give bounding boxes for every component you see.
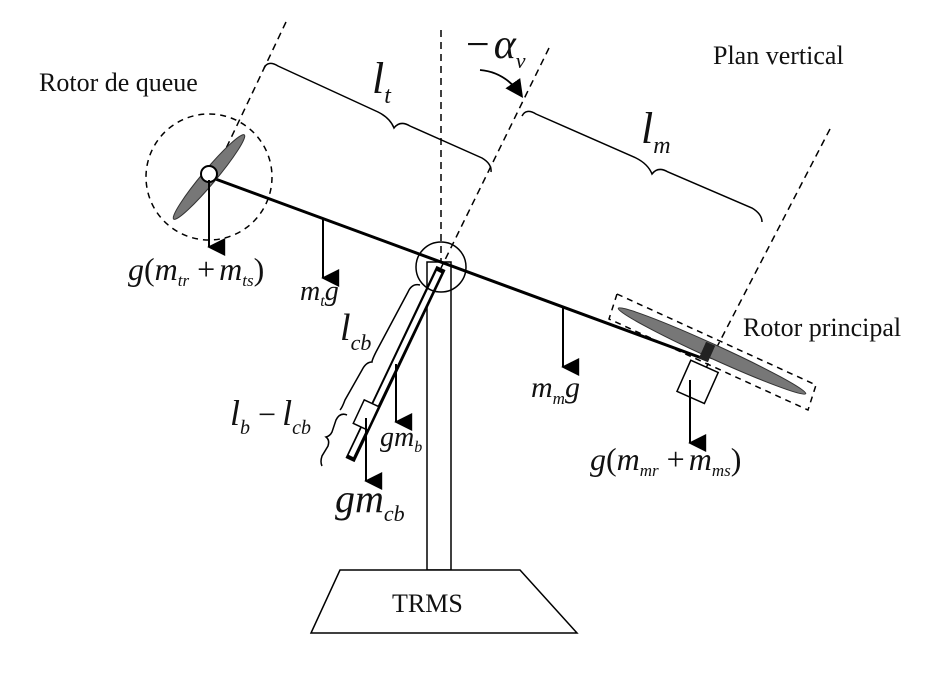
braces [263,62,763,467]
stand-base [309,569,579,634]
main-beam [209,175,708,362]
counterweight-mass [352,398,380,432]
tail-axis-line [211,21,287,179]
stand-post [426,261,452,571]
stand [309,261,579,634]
main-axis-line [705,128,831,369]
main-motor-hub [698,341,716,363]
brace-lb-lcb [320,413,348,467]
plane-label: Plan vertical [713,41,844,70]
lcb-label: lcb [340,307,371,355]
main-motor-body [675,359,720,405]
alpha-angle-arc [479,69,524,98]
mmg-label: mmg [531,371,580,408]
main-weight-label: g(mmr +mms) [590,441,741,480]
base-label: TRMS [392,589,463,618]
brace-lcb [339,283,421,411]
tail-rotor-hub [200,165,218,183]
alpha-v-label: −αv [466,22,526,73]
gmb-label: gmb [380,422,422,456]
lb-minus-lcb-label: lb −lcb [230,393,311,439]
main-rotor-label: Rotor principal [743,313,901,342]
tail-weight-label: g(mtr +mts) [128,251,264,290]
brace-lt [263,62,492,173]
tail-rotor-circle [145,113,273,241]
dashed-reference-lines [211,21,831,369]
main-rotor [617,307,807,405]
tail-rotor [172,134,246,220]
tail-rotor-label: Rotor de queue [39,68,198,97]
gmcb-label: gmcb [335,476,405,526]
brace-lm [521,110,763,223]
pivot-axis-line [440,47,550,269]
mtg-label: mtg [300,276,339,310]
pivot-circle [415,241,467,293]
lt-label: lt [372,54,392,109]
lm-label: lm [641,104,671,159]
main-rotor-box [608,292,817,412]
force-arrows [207,180,707,490]
